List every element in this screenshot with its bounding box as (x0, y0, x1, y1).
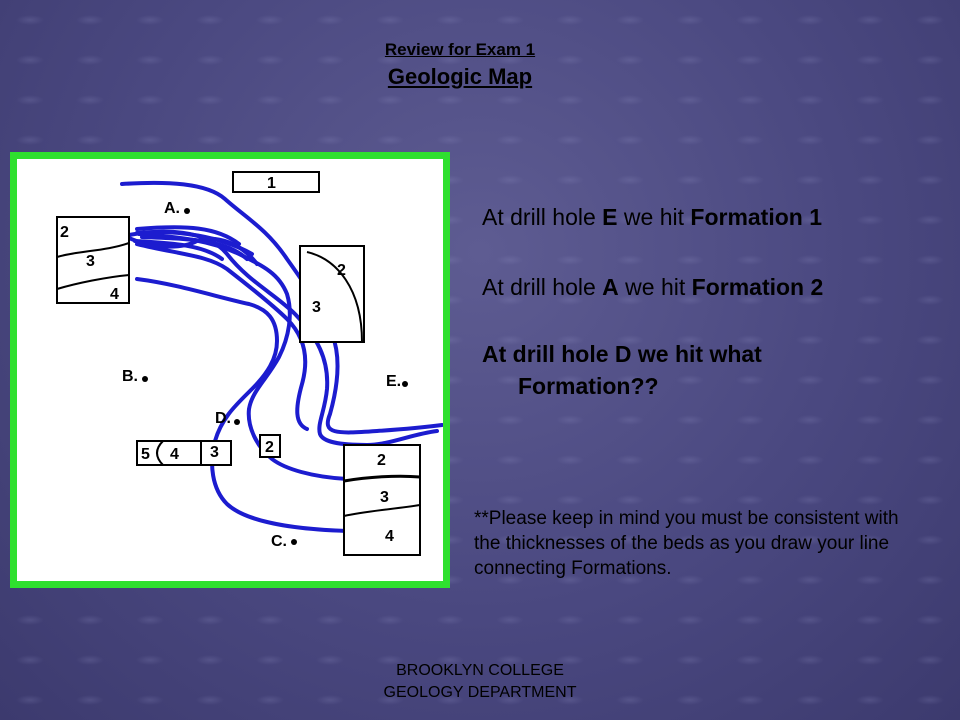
drill-hole-labels: A. B. C. D. E. (122, 200, 401, 550)
geologic-map: 2 3 4 1 2 3 5 4 3 (17, 159, 443, 581)
geologic-map-drawing: 2 3 4 1 2 3 5 4 3 (56, 171, 443, 556)
drill-hole-dot (142, 376, 148, 382)
statement-drill-hole-a: At drill hole A we hit Formation 2 (482, 274, 824, 300)
formation-label: 3 (312, 299, 321, 316)
geologic-map-frame: 2 3 4 1 2 3 5 4 3 (10, 152, 450, 588)
formation-label: 1 (267, 175, 276, 192)
formation-label: 4 (385, 528, 394, 545)
drill-hole-dot (291, 539, 297, 545)
drill-hole-dot (184, 208, 190, 214)
slide-header: Review for Exam 1 Geologic Map (0, 40, 920, 90)
question-drill-hole-d: At drill hole D we hit what Formation?? (482, 341, 762, 399)
column-right-lower: 2 3 4 (343, 444, 421, 556)
formation-label: 2 (337, 262, 346, 279)
column-left-lower: 5 4 3 (136, 440, 232, 466)
drill-hole-dot (402, 381, 408, 387)
contact-line-upper (127, 229, 439, 447)
column-right-upper: 2 3 (299, 245, 365, 343)
formation-label: 3 (380, 489, 389, 506)
column-left-upper: 2 3 4 (56, 216, 130, 304)
contact-line-2 (135, 225, 241, 246)
thickness-note: **Please keep in mind you must be consis… (474, 508, 899, 579)
column-small-box: 2 (259, 434, 281, 458)
formation-label: 2 (377, 452, 386, 469)
drill-hole-a: A. (164, 200, 180, 217)
drill-hole-c: C. (271, 533, 287, 550)
formation-label: 4 (110, 286, 119, 303)
contact-line-lower (135, 242, 309, 431)
formation-label: 3 (86, 253, 95, 270)
contact-line-left-upper (135, 229, 254, 256)
formation-label: 2 (60, 224, 69, 241)
formation-label: 2 (265, 439, 274, 456)
contact-line-3 (133, 239, 224, 261)
drill-hole-dot (234, 419, 240, 425)
column-top-center: 1 (232, 171, 320, 193)
drill-hole-d: D. (215, 410, 231, 427)
footer-line-1: BROOKLYN COLLEGE (396, 662, 564, 679)
drill-hole-e: E. (386, 373, 401, 390)
formation-contact-lines (125, 225, 439, 447)
footer-line-2: GEOLOGY DEPARTMENT (383, 684, 577, 701)
formation-label: 5 (141, 446, 150, 463)
slide-subtitle: Review for Exam 1 (384, 40, 536, 59)
slide-title: Geologic Map (387, 64, 533, 89)
statement-drill-hole-e: At drill hole E we hit Formation 1 (482, 204, 823, 230)
drill-hole-b: B. (122, 368, 138, 385)
formation-label: 3 (210, 444, 219, 461)
formation-label: 4 (170, 446, 179, 463)
footer: BROOKLYN COLLEGE GEOLOGY DEPARTMENT (0, 660, 960, 704)
